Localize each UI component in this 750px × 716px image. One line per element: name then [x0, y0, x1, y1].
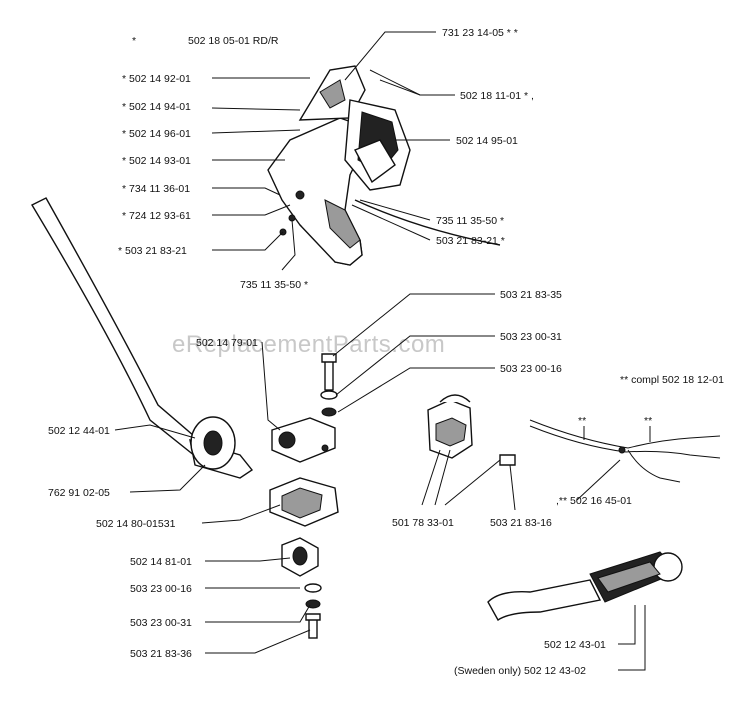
handle-bar-tube	[31, 197, 254, 479]
label-503-21-83-21-left: * 503 21 83-21	[118, 245, 187, 257]
label-503-23-00-16-bottom: 503 23 00-16	[130, 583, 192, 595]
label-503-21-83-36: 503 21 83-36	[130, 648, 192, 660]
label-502-14-81-01: 502 14 81-01	[130, 556, 192, 568]
clamp-half	[281, 537, 319, 577]
label-502-16-45-01: ,** 502 16 45-01	[556, 495, 632, 507]
label-503-21-83-21-right: 503 21 83-21 *	[436, 235, 505, 247]
label-502-14-95-01: 502 14 95-01	[456, 135, 518, 147]
throttle-housing	[267, 65, 501, 266]
label-734-11-36-01: * 734 11 36-01	[122, 183, 190, 195]
grip	[487, 551, 683, 622]
label-503-23-00-16-top: 503 23 00-16	[500, 363, 562, 375]
label-503-21-83-35: 503 21 83-35	[500, 289, 562, 301]
label-503-23-00-31-top: 503 23 00-31	[500, 331, 562, 343]
label-735-11-35-50-bottom: 735 11 35-50 *	[240, 279, 308, 291]
header-note-star: *	[132, 35, 136, 47]
wire-mark-1: **	[578, 415, 586, 427]
label-502-14-94-01: * 502 14 94-01	[122, 101, 191, 113]
label-502-12-43-01: 502 12 43-01	[544, 639, 606, 651]
cable	[529, 419, 721, 483]
wire-mark-2: **	[644, 415, 652, 427]
label-502-14-92-01: * 502 14 92-01	[122, 73, 191, 85]
cable-clip	[427, 394, 516, 466]
label-735-11-35-50-right: 735 11 35-50 *	[436, 215, 504, 227]
label-731-23-14-05: 731 23 14-05 * *	[442, 27, 518, 39]
leader-lines	[114, 31, 651, 671]
label-502-14-96-01: * 502 14 96-01	[122, 128, 191, 140]
clamp-upper	[271, 417, 336, 463]
label-724-12-93-61: * 724 12 93-61	[122, 210, 191, 222]
label-502-14-93-01: * 502 14 93-01	[122, 155, 191, 167]
label-502-18-11-01: 502 18 11-01 * ,	[460, 90, 534, 102]
bolt-lower	[304, 583, 322, 639]
label-502-12-44-01: 502 12 44-01	[48, 425, 110, 437]
header-note-part: 502 18 05-01 RD/R	[188, 35, 279, 47]
label-503-23-00-31-bottom: 503 23 00-31	[130, 617, 192, 629]
label-compl-502-18-12-01: ** compl 502 18 12-01	[620, 374, 724, 386]
label-501-78-33-01: 501 78 33-01	[392, 517, 454, 529]
label-502-14-80-01531: 502 14 80-01531	[96, 518, 176, 530]
part-labels: * 502 18 05-01 RD/R 731 23 14-05 * * * 5…	[48, 27, 724, 677]
clamp-lower	[269, 477, 339, 527]
label-503-21-83-16: 503 21 83-16	[490, 517, 552, 529]
bolt-upper	[320, 353, 338, 417]
label-502-14-79-01: 502 14 79-01	[196, 337, 258, 349]
label-762-91-02-05: 762 91 02-05	[48, 487, 110, 499]
label-502-12-43-02: (Sweden only) 502 12 43-02	[454, 665, 586, 677]
